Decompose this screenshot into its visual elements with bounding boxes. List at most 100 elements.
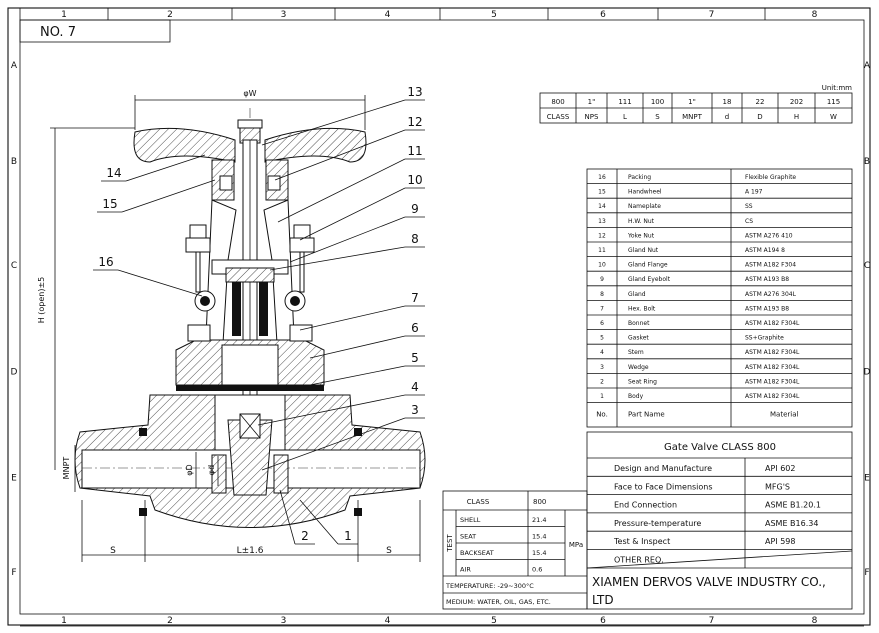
part-number: 8: [600, 291, 604, 298]
title-row-label: Test & Inspect: [613, 537, 670, 546]
column-label: 8: [812, 10, 818, 20]
title-row-value: API 602: [765, 464, 795, 473]
dim-header: NPS: [585, 113, 599, 121]
part-name: Gasket: [628, 335, 649, 342]
test-row-value: 15.4: [532, 549, 546, 557]
column-label: 2: [167, 616, 173, 626]
part-name: Bonnet: [628, 320, 650, 327]
dim-MNPT: MNPT: [62, 457, 71, 480]
column-label: 3: [281, 616, 287, 626]
row-label: F: [864, 568, 869, 578]
callout-number: 15: [102, 197, 117, 211]
part-number: 6: [600, 320, 604, 327]
dim-header: D: [757, 113, 762, 121]
part-material: ASTM A193 B8: [745, 276, 789, 283]
test-row-label: AIR: [460, 566, 471, 574]
unit-label: Unit:mm: [822, 84, 852, 92]
part-material: ASTM A182 F304L: [745, 349, 800, 356]
callout-number: 10: [407, 173, 422, 187]
handwheel-right-section: [264, 127, 367, 163]
part-number: 3: [600, 364, 604, 371]
column-label: 5: [491, 616, 497, 626]
part-name: Body: [628, 393, 644, 400]
part-material: ASTM A194 8: [745, 247, 785, 254]
test-medium: MEDIUM: WATER, OIL, GAS, ETC.: [446, 598, 551, 606]
dim-value: 100: [651, 98, 664, 106]
callout-number: 1: [344, 529, 352, 543]
title-row-value: API 598: [765, 537, 795, 546]
row-label: D: [11, 368, 18, 378]
handwheel-left-section: [133, 127, 236, 163]
part-material: ASTM A182 F304L: [745, 364, 800, 371]
column-label: 7: [709, 616, 715, 626]
row-label: E: [864, 474, 870, 484]
test-side-label: TEST: [446, 534, 454, 553]
column-label: 7: [709, 10, 715, 20]
test-class-value: 800: [533, 498, 546, 506]
part-name: Gland Flange: [628, 262, 668, 269]
part-number: 5: [600, 335, 604, 342]
part-name: Packing: [628, 174, 651, 181]
part-name: Yoke Nut: [627, 232, 655, 239]
part-material: ASTM A182 F304: [745, 262, 796, 269]
dim-header: CLASS: [547, 113, 570, 121]
column-label: 1: [61, 10, 67, 20]
dim-header: d: [725, 113, 729, 121]
test-row-value: 0.6: [532, 566, 542, 574]
row-label: F: [11, 568, 16, 578]
part-number: 10: [598, 262, 606, 269]
part-number: 14: [598, 203, 606, 210]
dim-value: 1": [588, 98, 596, 106]
test-unit: MPa: [569, 541, 583, 549]
dim-value: 22: [756, 98, 765, 106]
title-block-title: Gate Valve CLASS 800: [664, 442, 776, 453]
dim-header: S: [655, 113, 660, 121]
dim-header: H: [794, 113, 799, 121]
title-row-value: MFG'S: [765, 482, 790, 491]
dim-S-right: S: [386, 546, 392, 556]
part-number: 11: [598, 247, 606, 254]
column-label: 3: [281, 10, 287, 20]
column-label: 6: [600, 10, 606, 20]
part-material: ASTM A182 F304L: [745, 378, 800, 385]
callout-number: 2: [301, 529, 309, 543]
callout-number: 7: [411, 291, 419, 305]
callout-number: 8: [411, 232, 419, 246]
column-label: 4: [385, 616, 391, 626]
part-material: ASTM A276 304L: [745, 291, 797, 298]
dimension-table: Unit:mm 800CLASS1"NPS111L100S1"MNPT18d22…: [539, 84, 853, 124]
part-name: Seat Ring: [628, 378, 657, 385]
part-number: 15: [598, 189, 606, 196]
part-number: 16: [598, 174, 606, 181]
dim-header: W: [830, 113, 837, 121]
dim-H: H (open)±5: [37, 277, 46, 324]
part-name: Gland: [628, 291, 646, 298]
dim-value: 18: [723, 98, 732, 106]
dim-phiW: φW: [243, 89, 256, 98]
dim-L: L±1.6: [237, 546, 264, 556]
part-name: Nameplate: [628, 203, 661, 210]
dim-value: 111: [618, 98, 631, 106]
column-label: 5: [491, 10, 497, 20]
callout-number: 14: [106, 166, 121, 180]
parts-header-material: Material: [770, 411, 798, 419]
company-name-line2: LTD: [592, 593, 614, 607]
dim-value: 115: [827, 98, 840, 106]
part-material: ASTM A182 F304L: [745, 393, 800, 400]
part-name: Wedge: [628, 364, 649, 371]
callout-number: 6: [411, 321, 419, 335]
row-label: B: [864, 157, 870, 167]
part-material: ASTM A182 F304L: [745, 320, 800, 327]
callout-number: 13: [407, 85, 422, 99]
company-name-line1: XIAMEN DERVOS VALVE INDUSTRY CO.,: [592, 575, 826, 589]
part-name: Gland Eyebolt: [628, 276, 671, 283]
callout-number: 9: [411, 202, 419, 216]
callout-number: 16: [98, 255, 113, 269]
column-label: 1: [61, 616, 67, 626]
part-material: SS+Graphite: [745, 335, 784, 342]
title-row-value: ASME B16.34: [765, 519, 818, 528]
